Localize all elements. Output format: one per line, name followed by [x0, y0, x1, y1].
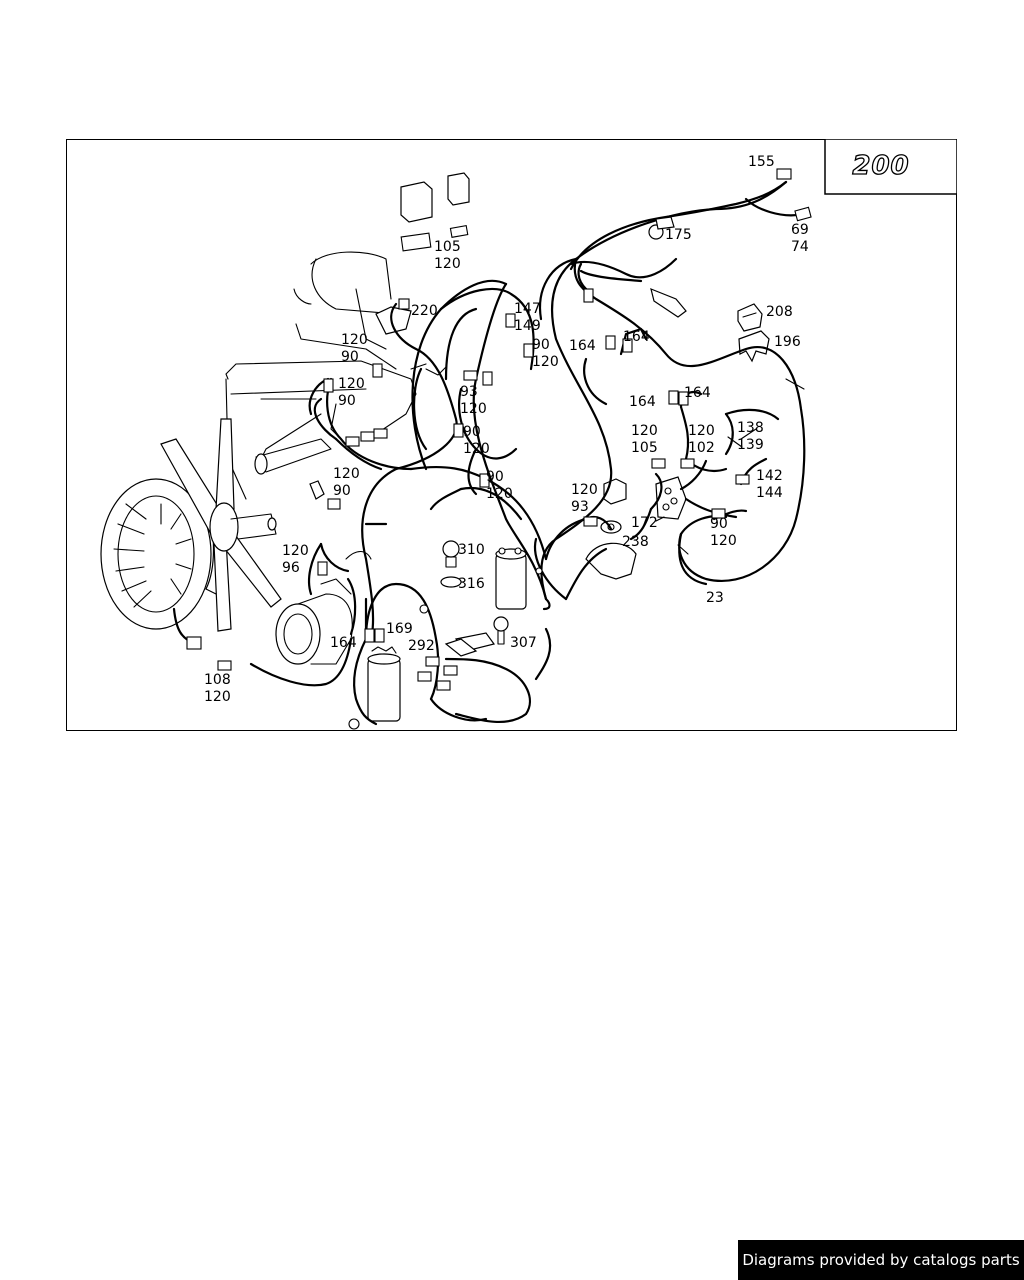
connectors	[217, 168, 812, 730]
part-label: 169	[386, 621, 413, 637]
part-label: 120	[341, 332, 368, 348]
ignition-coil-rear	[495, 547, 527, 610]
part-number-labels: 155 175 69 74 105 120 220 147 149 90 120…	[204, 154, 809, 705]
part-label: 196	[774, 334, 801, 350]
part-label: 69	[791, 222, 809, 238]
part-label: 90	[710, 516, 728, 532]
part-label: 74	[791, 239, 809, 255]
part-label: 93	[460, 384, 478, 400]
part-label: 238	[622, 534, 649, 550]
engine-block	[225, 251, 447, 500]
part-label: 175	[665, 227, 692, 243]
part-label: 90	[463, 424, 481, 440]
part-label: 93	[571, 499, 589, 515]
ignition-coil-front	[367, 646, 401, 722]
part-label: 164	[569, 338, 596, 354]
part-label: 307	[510, 635, 537, 651]
fan-assembly	[100, 418, 282, 650]
part-label: 90	[333, 483, 351, 499]
diagram-frame	[66, 139, 957, 731]
part-label: 316	[458, 576, 485, 592]
part-label: 96	[282, 560, 300, 576]
part-label: 120	[333, 466, 360, 482]
part-label: 120	[631, 423, 658, 439]
part-label: 164	[623, 329, 650, 345]
part-label: 144	[756, 485, 783, 501]
part-label: 155	[748, 154, 775, 170]
part-label: 108	[204, 672, 231, 688]
part-label: 120	[688, 423, 715, 439]
credit-banner: Diagrams provided by catalogs parts	[738, 1240, 1024, 1280]
part-label: 120	[486, 486, 513, 502]
bracket-parts	[440, 478, 627, 657]
part-label: 105	[631, 440, 658, 456]
part-label: 90	[532, 337, 550, 353]
model-badge-text: 200	[852, 151, 909, 181]
part-label: 142	[756, 468, 783, 484]
part-label: 120	[434, 256, 461, 272]
part-label: 138	[737, 420, 764, 436]
part-label: 220	[411, 303, 438, 319]
part-label: 90	[338, 393, 356, 409]
part-label: 120	[282, 543, 309, 559]
part-196	[738, 330, 770, 363]
part-label: 208	[766, 304, 793, 320]
wiring-harness-diagram: 200	[100, 139, 957, 730]
part-label: 90	[341, 349, 359, 365]
part-label: 164	[330, 635, 357, 651]
part-label: 139	[737, 437, 764, 453]
part-label: 164	[629, 394, 656, 410]
part-label: 147	[514, 301, 541, 317]
part-label: 120	[204, 689, 231, 705]
part-label: 120	[571, 482, 598, 498]
part-label: 120	[460, 401, 487, 417]
part-label: 90	[486, 469, 504, 485]
part-label: 23	[706, 590, 724, 606]
part-label: 120	[532, 354, 559, 370]
relay-parts-top	[375, 172, 470, 335]
leader-lines	[655, 378, 805, 555]
part-label: 310	[458, 542, 485, 558]
alternator	[275, 550, 372, 665]
part-label: 292	[408, 638, 435, 654]
part-label: 164	[684, 385, 711, 401]
control-unit-172	[655, 476, 687, 520]
part-label: 149	[514, 318, 541, 334]
part-label: 172	[631, 515, 658, 531]
part-208	[737, 303, 763, 332]
harness-wires	[249, 180, 806, 726]
part-label: 105	[434, 239, 461, 255]
model-badge: 200	[824, 139, 957, 195]
part-label: 120	[710, 533, 737, 549]
part-label: 120	[463, 441, 490, 457]
part-label: 102	[688, 440, 715, 456]
part-label: 120	[338, 376, 365, 392]
